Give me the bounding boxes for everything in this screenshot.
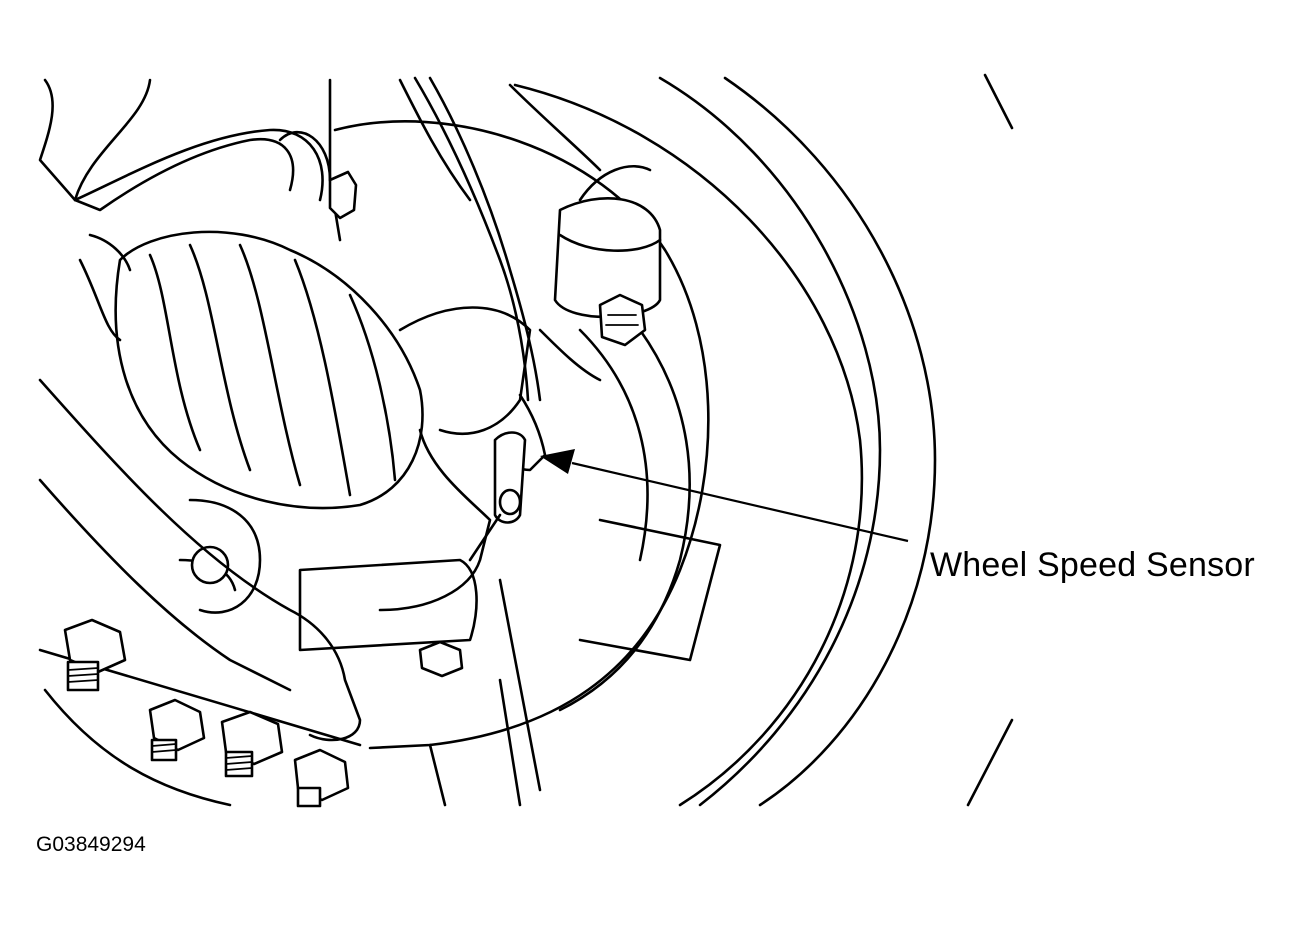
strut-nut (328, 170, 358, 220)
callout-arrowhead (540, 449, 575, 474)
callout-leader (540, 449, 909, 543)
lower-arm-bolts (63, 618, 350, 808)
wheel-rim-arcs (513, 73, 1014, 807)
figure-id: G03849294 (36, 833, 146, 856)
upper-control-arm (38, 76, 602, 402)
cv-axle-boot (78, 230, 424, 510)
tie-rod-end (553, 165, 662, 347)
brake-backing-plate (333, 120, 722, 807)
wheel-speed-sensor (468, 393, 547, 562)
wheel-speed-sensor-label: Wheel Speed Sensor (930, 546, 1255, 584)
steering-knuckle (178, 306, 602, 678)
bolt-2 (148, 698, 206, 762)
lower-control-arm (38, 378, 362, 807)
bolt-1 (63, 618, 127, 692)
bolt-3 (220, 710, 284, 778)
bolt-4 (293, 748, 350, 808)
